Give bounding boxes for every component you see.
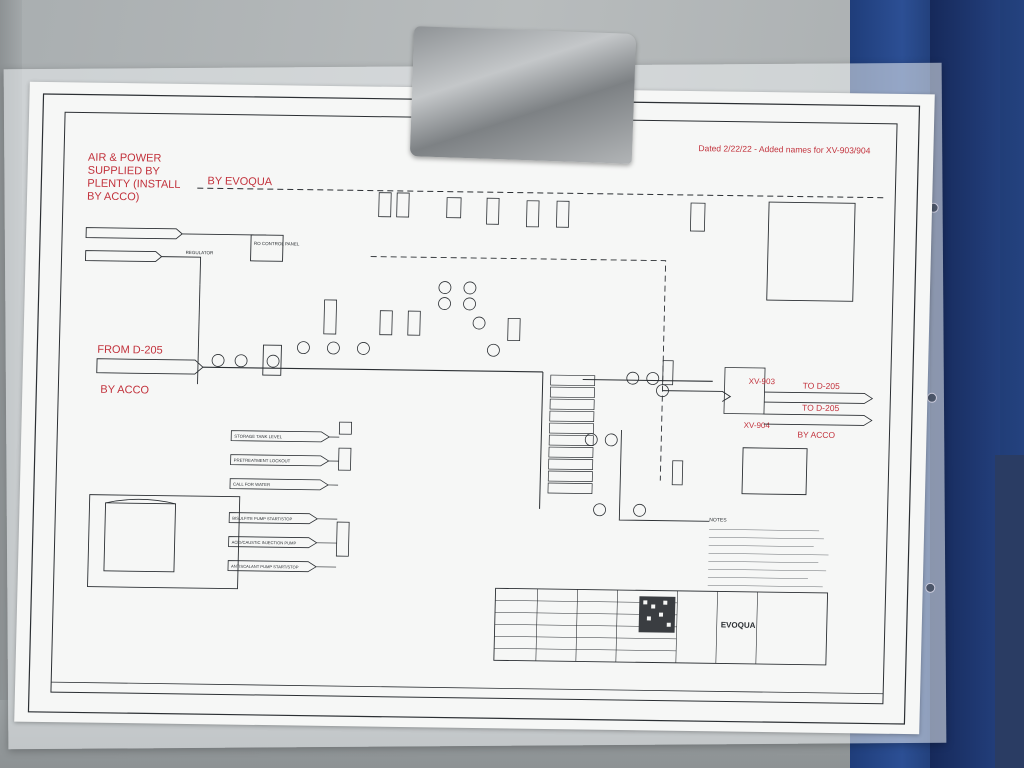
valve-xv903-label: XV-903 [749,377,776,386]
ro-control-label: RO CONTROL PANEL [254,241,300,247]
duct-tape [409,26,637,164]
punch-hole [925,582,936,593]
air-power-label: BY ACCO) [87,191,140,204]
to-destination-upper: TO D-205 [803,381,841,392]
revision-note: Dated 2/22/22 - Added names for XV-903/9… [698,143,871,155]
punch-hole [926,392,937,403]
air-power-label: PLENTY (INSTALL [87,178,180,191]
pid-drawing-sheet: AIR & POWER SUPPLIED BY PLENTY (INSTALL … [14,81,935,735]
to-destination-lower: TO D-205 [802,403,840,414]
storage-tank-label: STORAGE TANK LEVEL [234,434,282,440]
acid-caustic-label: ACID/CAUSTIC INJECTION PUMP [232,540,297,546]
air-power-label: SUPPLIED BY [88,165,161,178]
blue-frame-slot [995,455,1024,768]
by-acco-left-label: BY ACCO [100,384,149,397]
call-for-water-label: CALL FOR WATER [233,482,270,488]
by-evoqua-label: BY EVOQUA [207,175,273,188]
regulator-label: REGULATOR [186,250,214,255]
valve-xv904-label: XV-904 [744,421,771,430]
air-power-label: AIR & POWER [88,152,162,165]
from-source-label: FROM D-205 [97,344,163,357]
pid-diagram: AIR & POWER SUPPLIED BY PLENTY (INSTALL … [27,93,921,725]
antiscalant-label: ANTISCALANT PUMP START/STOP [231,564,299,570]
by-acco-right-label: BY ACCO [797,430,835,441]
pretreatment-label: PRETREATMENT LOCKOUT [234,458,291,464]
evoqua-logo: EVOQUA [721,620,756,629]
bisulfite-label: BISULFITE PUMP START/STOP [232,516,292,522]
notes-heading: NOTES [709,517,727,523]
